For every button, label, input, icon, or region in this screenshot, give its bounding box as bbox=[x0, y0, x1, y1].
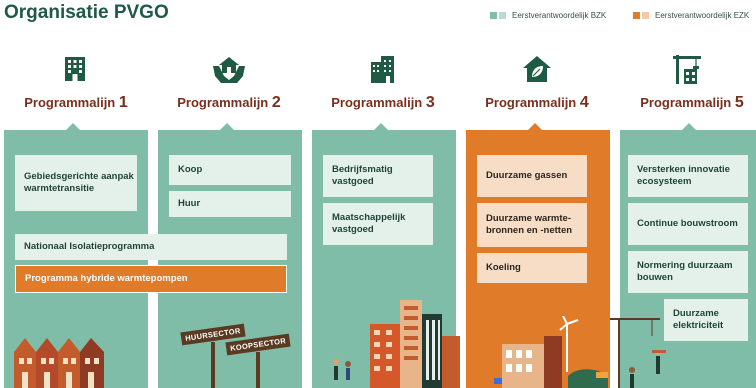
construction-workers-illustration bbox=[610, 318, 666, 388]
item-koeling: Koeling bbox=[477, 253, 587, 283]
label-text: Programmalijn bbox=[485, 95, 577, 110]
column-programmalijn-4: Duurzame gassen Duurzame warmte-bronnen … bbox=[466, 123, 610, 388]
signpost-illustration bbox=[211, 342, 260, 388]
page-title: Organisatie PVGO bbox=[4, 2, 169, 23]
item-duurzame-gassen: Duurzame gassen bbox=[477, 155, 587, 197]
label-text: Programmalijn bbox=[24, 95, 116, 110]
legend-ezk: Eerstverantwoordelijk EZK bbox=[633, 11, 749, 20]
label-text: Programmalijn bbox=[640, 95, 732, 110]
programmalijn-3-label: Programmalijn 3 bbox=[324, 94, 442, 112]
column-notch bbox=[374, 123, 388, 130]
column-notch bbox=[66, 123, 80, 130]
column-notch bbox=[682, 123, 696, 130]
city-buildings-icon bbox=[366, 52, 400, 86]
label-number: 1 bbox=[118, 94, 128, 111]
construction-crane-icon bbox=[670, 52, 704, 86]
column-notch bbox=[528, 123, 542, 130]
label-text: Programmalijn bbox=[177, 95, 269, 110]
office-buildings-illustration bbox=[333, 300, 460, 388]
legend-swatch-light bbox=[642, 12, 649, 19]
legend-swatch-dark bbox=[633, 12, 640, 19]
nationaal-isolatieprogramma-bar: Nationaal Isolatieprogramma bbox=[15, 234, 287, 260]
item-maatschappelijk-vastgoed: Maatschappelijk vastgoed bbox=[323, 203, 433, 245]
office-building-icon bbox=[58, 52, 92, 86]
item-versterken-innovatie: Versterken innovatie ecosysteem bbox=[628, 155, 748, 197]
item-gebiedsgerichte-aanpak: Gebiedsgerichte aanpak warmtetransitie bbox=[15, 155, 137, 211]
programmalijn-4-label: Programmalijn 4 bbox=[478, 94, 596, 112]
label-number: 4 bbox=[579, 94, 589, 111]
programmalijn-1-label: Programmalijn 1 bbox=[17, 94, 135, 112]
programmalijn-2-label: Programmalijn 2 bbox=[170, 94, 288, 112]
item-huur: Huur bbox=[169, 191, 291, 217]
item-normering-duurzaam-bouwen: Normering duurzaam bouwen bbox=[628, 251, 748, 293]
legend-bzk: Eerstverantwoordelijk BZK bbox=[490, 11, 606, 20]
legend-label: Eerstverantwoordelijk BZK bbox=[512, 11, 607, 20]
programma-hybride-warmtepompen-bar: Programma hybride warmtepompen bbox=[15, 265, 287, 293]
label-number: 5 bbox=[734, 94, 744, 111]
column-programmalijn-5: Versterken innovatie ecosysteem Continue… bbox=[620, 123, 756, 388]
item-continue-bouwstroom: Continue bouwstroom bbox=[628, 203, 748, 245]
legend-label: Eerstverantwoordelijk EZK bbox=[655, 11, 750, 20]
item-duurzame-elektriciteit: Duurzame elektriciteit bbox=[664, 299, 748, 341]
green-house-leaf-icon bbox=[520, 52, 554, 86]
item-duurzame-warmtebronnen: Duurzame warmte-bronnen en -netten bbox=[477, 203, 587, 247]
item-bedrijfsmatig-vastgoed: Bedrijfsmatig vastgoed bbox=[323, 155, 433, 197]
label-text: Programmalijn bbox=[331, 95, 423, 110]
item-koop: Koop bbox=[169, 155, 291, 185]
legend-swatch-dark bbox=[490, 12, 497, 19]
label-number: 2 bbox=[271, 94, 281, 111]
label-number: 3 bbox=[425, 94, 435, 111]
house-in-hands-icon bbox=[212, 52, 246, 86]
row-houses-illustration bbox=[14, 338, 104, 388]
programmalijn-5-label: Programmalijn 5 bbox=[630, 94, 754, 112]
energy-landscape-illustration bbox=[494, 316, 608, 388]
legend-swatch-light bbox=[499, 12, 506, 19]
column-notch bbox=[220, 123, 234, 130]
